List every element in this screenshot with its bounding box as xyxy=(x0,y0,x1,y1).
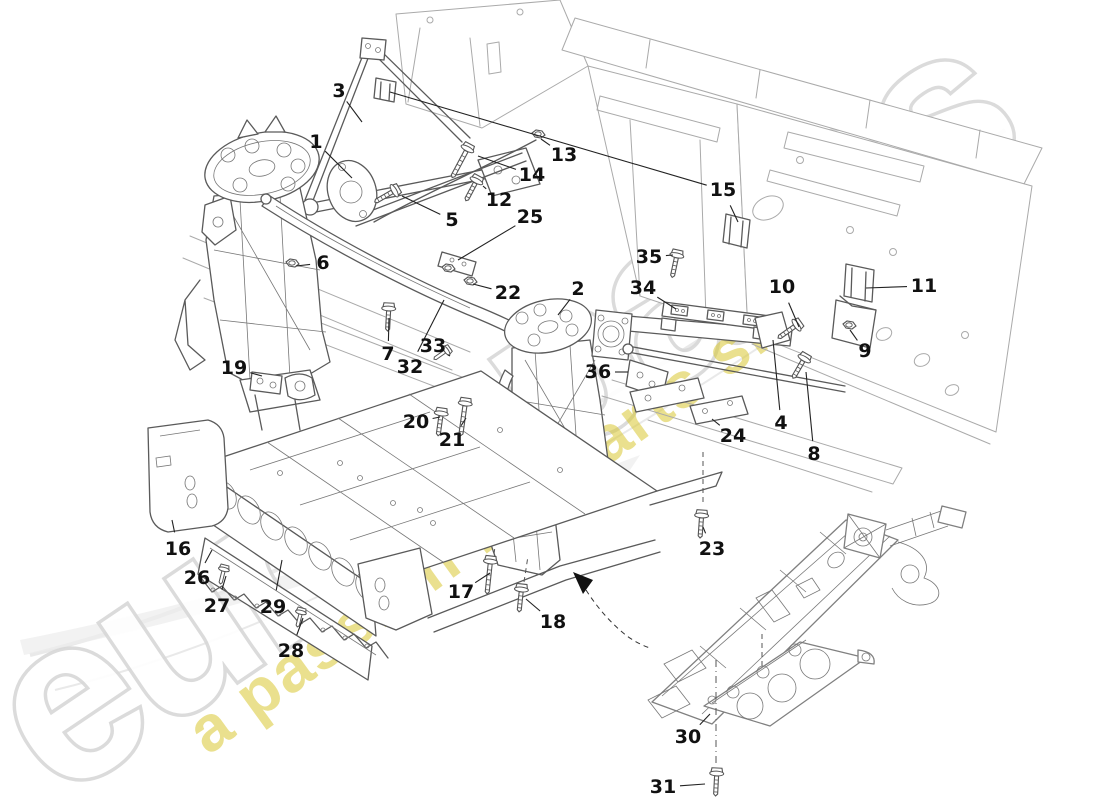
callout-30: 30 xyxy=(675,726,701,748)
callout-leader-7 xyxy=(387,317,390,342)
callout-leader-2 xyxy=(557,298,571,316)
callout-leader-19 xyxy=(250,372,263,377)
callout-6: 6 xyxy=(316,252,329,274)
callout-1: 1 xyxy=(309,131,322,153)
callout-8: 8 xyxy=(807,443,820,465)
callout-28: 28 xyxy=(278,640,304,662)
callout-leader-24 xyxy=(711,418,721,426)
callout-leader-10 xyxy=(788,302,800,328)
bar-clamp-25 xyxy=(437,251,477,277)
callout-leader-23 xyxy=(702,526,707,534)
callout-leader-5 xyxy=(401,195,441,215)
callout-36: 36 xyxy=(585,361,611,383)
callout-leader-33 xyxy=(447,354,451,357)
callout-7: 7 xyxy=(381,343,394,365)
bolt-icon xyxy=(459,172,486,205)
brace-drawing xyxy=(301,37,541,227)
callout-5: 5 xyxy=(445,209,458,231)
callout-leader-32 xyxy=(417,299,445,353)
callout-leader-3 xyxy=(346,101,363,123)
callout-leader-27 xyxy=(221,575,227,590)
callout-27: 27 xyxy=(204,595,230,617)
callout-leader-6 xyxy=(295,263,311,267)
callout-9: 9 xyxy=(858,340,871,362)
callout-18: 18 xyxy=(540,611,566,633)
callout-21: 21 xyxy=(439,429,465,451)
callout-35: 35 xyxy=(636,246,662,268)
callout-26: 26 xyxy=(184,567,210,589)
bolt-icon xyxy=(445,140,477,182)
bracket-11 xyxy=(843,263,875,303)
upper-chassis-drawing xyxy=(182,0,1043,493)
callout-24: 24 xyxy=(720,425,746,447)
callout-12: 12 xyxy=(486,189,512,211)
callout-leader-20 xyxy=(432,416,441,420)
callout-33: 33 xyxy=(420,335,446,357)
callout-leader-25 xyxy=(457,225,516,261)
sway-bar-drawing xyxy=(260,193,591,385)
callout-20: 20 xyxy=(403,411,429,433)
callout-15: 15 xyxy=(710,179,736,201)
subframe-left-cap xyxy=(147,419,229,533)
mount-1-drawing xyxy=(174,115,378,431)
callout-34: 34 xyxy=(630,277,656,299)
arrowhead-icon xyxy=(573,572,593,594)
callout-16: 16 xyxy=(165,538,191,560)
subframe-drawing xyxy=(147,370,723,681)
callout-leader-1 xyxy=(324,150,353,179)
callout-25: 25 xyxy=(517,206,543,228)
bolt-icon xyxy=(511,582,530,614)
callout-19: 19 xyxy=(221,357,247,379)
callout-leader-21 xyxy=(460,417,467,426)
callout-leader-4 xyxy=(772,339,781,411)
callout-23: 23 xyxy=(699,538,725,560)
inset-side-view xyxy=(647,505,967,766)
callout-leader-22 xyxy=(472,283,492,290)
callout-leader-11 xyxy=(865,286,908,289)
callout-leader-18 xyxy=(525,598,541,612)
callout-leader-26 xyxy=(204,549,213,564)
callout-leader-29 xyxy=(275,559,283,591)
callout-31: 31 xyxy=(650,776,676,798)
callout-13: 13 xyxy=(551,144,577,166)
plate-24 xyxy=(689,395,749,425)
callout-14: 14 xyxy=(519,164,545,186)
bracket-19 xyxy=(249,371,283,395)
callout-leader-13 xyxy=(540,138,551,146)
undertray xyxy=(197,537,373,681)
callout-4: 4 xyxy=(774,412,787,434)
callout-leader-8 xyxy=(805,371,814,442)
watermark-swoosh xyxy=(20,455,640,655)
callout-3: 3 xyxy=(332,80,345,102)
bolt-icon xyxy=(692,508,710,539)
callout-leader-30 xyxy=(699,713,711,726)
bracket-15-upper xyxy=(373,77,397,103)
bolt-icon xyxy=(707,767,725,797)
callout-leader-17 xyxy=(474,572,491,584)
callout-leader-31 xyxy=(679,783,706,787)
callout-leader-12 xyxy=(482,185,487,190)
subframe-right-cap xyxy=(357,547,433,631)
callout-leader-9 xyxy=(849,329,858,341)
callout-32: 32 xyxy=(397,356,423,378)
callout-17: 17 xyxy=(448,581,474,603)
callout-leader-28 xyxy=(296,617,304,636)
callout-11: 11 xyxy=(911,275,937,297)
callout-29: 29 xyxy=(260,596,286,618)
inset-pointer-arrow xyxy=(573,572,651,649)
callout-10: 10 xyxy=(769,276,795,298)
callout-leader-14 xyxy=(477,155,517,170)
callout-leader-15 xyxy=(389,91,707,186)
callout-leader-35 xyxy=(665,254,674,257)
callout-leader-15 xyxy=(729,205,739,223)
callout-2: 2 xyxy=(571,278,584,300)
callout-leader-16 xyxy=(171,519,176,533)
callout-22: 22 xyxy=(495,282,521,304)
callout-leader-34 xyxy=(657,296,677,310)
